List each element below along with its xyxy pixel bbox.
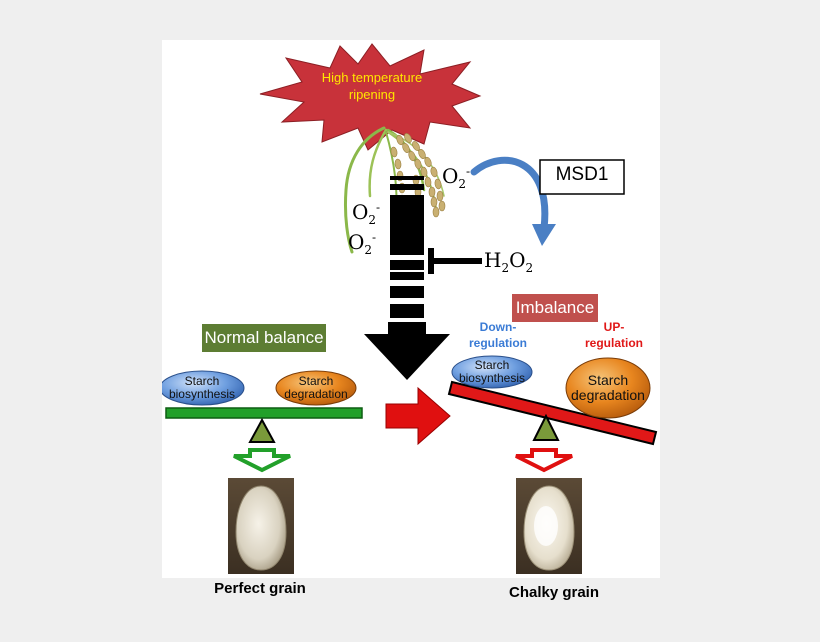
- diagram-canvas: High temperature ripening MSD1 O2- O2- O…: [162, 40, 660, 601]
- stress-label: High temperature ripening: [310, 70, 434, 104]
- o-subscript: 2: [364, 243, 373, 257]
- diagram-graphics: [162, 43, 658, 574]
- left-balance-beam: [165, 407, 363, 419]
- right-down-arrow: [515, 448, 573, 473]
- o-symbol: O: [352, 200, 369, 224]
- charge: -: [376, 200, 381, 215]
- lb-line1: Starch: [184, 374, 220, 389]
- transition-arrow: [385, 386, 451, 446]
- right-fulcrum: [532, 413, 560, 441]
- o-symbol: O: [442, 164, 459, 188]
- up-line1: UP-: [603, 320, 625, 334]
- ld-line2: degradation: [284, 387, 348, 401]
- chalky-grain-label: Chalky grain: [508, 584, 600, 601]
- o-subscript: 2: [368, 213, 377, 227]
- signal-column: [364, 176, 450, 380]
- left-degradation-ellipse: [275, 370, 357, 406]
- superoxide-label-mid: O2-: [352, 200, 380, 227]
- ld-line1: Starch: [298, 374, 334, 389]
- rd-line2: degradation: [571, 387, 645, 403]
- o-subscript: 2: [458, 177, 467, 191]
- up-regulation-label: UP- regulation: [574, 320, 654, 351]
- stress-label-line2: ripening: [348, 86, 396, 102]
- msd1-arrowhead: [532, 224, 556, 246]
- lb-line2: biosynthesis: [168, 387, 236, 401]
- stress-label-line1: High temperature: [321, 70, 423, 85]
- normal-balance-box: Normal balance: [202, 324, 326, 352]
- msd1-label: MSD1: [555, 164, 609, 185]
- charge: -: [466, 164, 471, 179]
- up-line2: regulation: [584, 335, 643, 350]
- o-symbol: O: [348, 230, 365, 254]
- perfect-grain-label: Perfect grain: [214, 580, 306, 597]
- left-biosynthesis-ellipse: [162, 370, 245, 406]
- rb-line1: Starch: [474, 358, 510, 373]
- right-imbalance-beam: [447, 380, 658, 446]
- h-subscript: 2: [501, 261, 510, 275]
- right-biosynthesis-ellipse: [451, 355, 533, 389]
- down-regulation-label: Down- regulation: [466, 320, 530, 351]
- perfect-grain: [235, 485, 287, 571]
- superoxide-label-low: O2-: [348, 230, 376, 257]
- left-down-arrow: [233, 448, 291, 473]
- msd1-arrow: [470, 156, 549, 232]
- down-line2: regulation: [468, 335, 527, 350]
- inhibition-bar: [428, 248, 482, 274]
- down-line1: Down-: [479, 320, 517, 334]
- imbalance-box: Imbalance: [512, 294, 598, 322]
- msd1-box-border: [539, 159, 625, 195]
- o-subscript: 2: [525, 261, 534, 275]
- rb-line2: biosynthesis: [458, 371, 526, 385]
- right-degradation-ellipse: [565, 357, 651, 419]
- stress-starburst: [259, 43, 482, 151]
- h-symbol: H: [484, 248, 502, 272]
- superoxide-label-top: O2-: [442, 164, 470, 191]
- left-fulcrum: [248, 417, 276, 443]
- chalky-spot: [534, 506, 558, 546]
- h2o2-label: H2O2: [484, 248, 533, 275]
- rd-line1: Starch: [587, 372, 629, 389]
- charge: -: [372, 230, 377, 245]
- o-symbol: O: [509, 248, 526, 272]
